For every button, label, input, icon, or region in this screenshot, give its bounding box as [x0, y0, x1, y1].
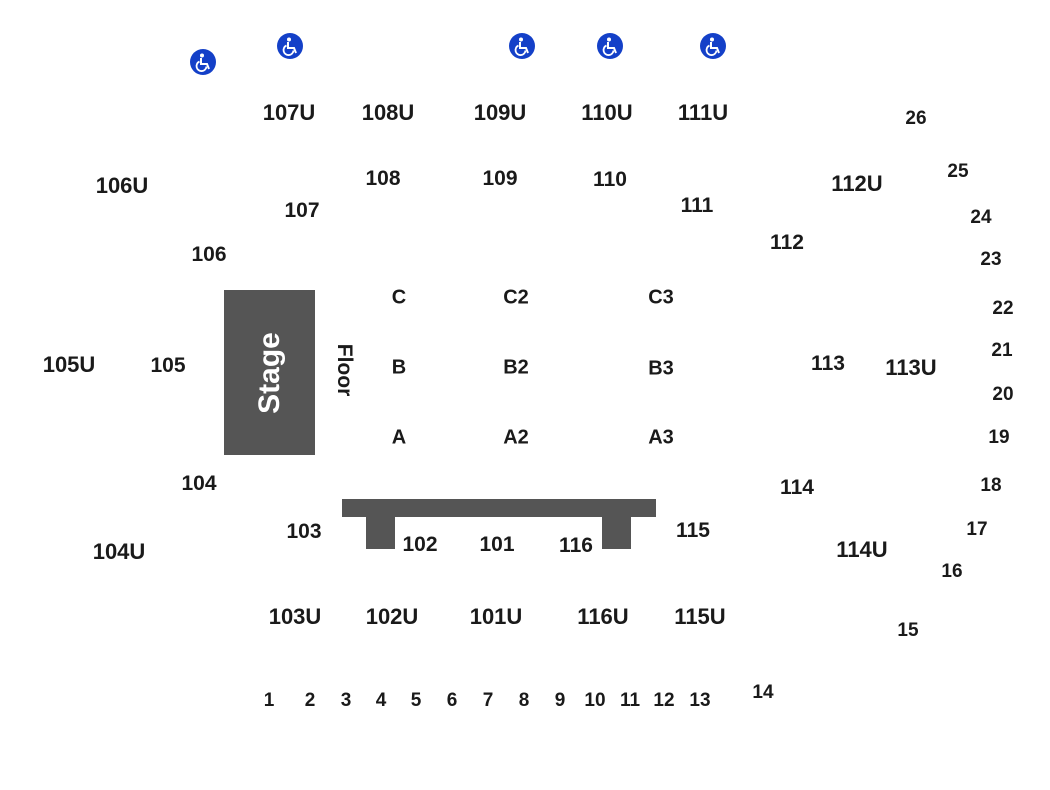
wheelchair-icon[interactable] [277, 33, 303, 59]
section-112[interactable]: 112 [770, 231, 804, 254]
section-25[interactable]: 25 [947, 161, 969, 182]
section-13[interactable]: 13 [689, 690, 711, 711]
section-6[interactable]: 6 [446, 690, 458, 711]
section-22[interactable]: 22 [992, 298, 1014, 319]
section-116u[interactable]: 116U [577, 604, 629, 629]
section-21[interactable]: 21 [991, 340, 1013, 361]
section-14[interactable]: 14 [752, 682, 774, 703]
section-116[interactable]: 116 [559, 534, 593, 557]
section-10[interactable]: 10 [584, 690, 606, 711]
section-112u[interactable]: 112U [831, 171, 883, 196]
floor-section-c3[interactable]: C3 [648, 286, 674, 309]
section-1[interactable]: 1 [263, 690, 275, 711]
section-9[interactable]: 9 [554, 690, 566, 711]
section-105u[interactable]: 105U [42, 352, 96, 377]
floor-label: Floor [333, 343, 356, 397]
stage-label: Stage [252, 331, 286, 414]
floor-section-a2[interactable]: A2 [503, 426, 529, 449]
floor-barrier-leg [366, 517, 395, 549]
section-110u[interactable]: 110U [581, 100, 633, 125]
section-101u[interactable]: 101U [469, 604, 523, 629]
section-103u[interactable]: 103U [268, 604, 322, 629]
section-11[interactable]: 11 [619, 690, 641, 711]
floor-section-a[interactable]: A [391, 426, 407, 449]
section-113u[interactable]: 113U [885, 355, 937, 380]
section-103[interactable]: 103 [286, 520, 322, 543]
section-18[interactable]: 18 [980, 475, 1002, 496]
section-102[interactable]: 102 [402, 533, 438, 556]
floor-barrier-leg [602, 517, 631, 549]
section-105[interactable]: 105 [150, 354, 186, 377]
section-104u[interactable]: 104U [92, 539, 146, 564]
section-113[interactable]: 113 [811, 352, 845, 375]
section-108u[interactable]: 108U [361, 100, 415, 125]
section-5[interactable]: 5 [410, 690, 422, 711]
wheelchair-icon[interactable] [700, 33, 726, 59]
section-16[interactable]: 16 [941, 561, 963, 582]
floor-section-c2[interactable]: C2 [503, 286, 529, 309]
section-102u[interactable]: 102U [365, 604, 419, 629]
section-107u[interactable]: 107U [262, 100, 316, 125]
section-3[interactable]: 3 [340, 690, 352, 711]
floor-section-a3[interactable]: A3 [648, 426, 674, 449]
section-26[interactable]: 26 [905, 108, 927, 129]
section-109[interactable]: 109 [482, 167, 518, 190]
section-115[interactable]: 115 [676, 519, 710, 542]
section-107[interactable]: 107 [284, 199, 320, 222]
wheelchair-icon[interactable] [597, 33, 623, 59]
section-114[interactable]: 114 [780, 476, 814, 499]
section-110[interactable]: 110 [593, 168, 627, 191]
section-2[interactable]: 2 [304, 690, 316, 711]
section-111u[interactable]: 111U [677, 100, 729, 125]
section-4[interactable]: 4 [375, 690, 387, 711]
section-111[interactable]: 111 [680, 194, 714, 217]
stage: Stage [224, 290, 315, 455]
section-20[interactable]: 20 [992, 384, 1014, 405]
section-23[interactable]: 23 [980, 249, 1002, 270]
section-7[interactable]: 7 [482, 690, 494, 711]
section-17[interactable]: 17 [966, 519, 988, 540]
floor-barrier [342, 499, 656, 517]
section-114u[interactable]: 114U [836, 537, 888, 562]
section-12[interactable]: 12 [653, 690, 675, 711]
section-8[interactable]: 8 [518, 690, 530, 711]
floor-section-b3[interactable]: B3 [648, 357, 674, 380]
floor-section-b2[interactable]: B2 [503, 356, 529, 379]
floor-section-b[interactable]: B [391, 356, 407, 379]
section-106u[interactable]: 106U [95, 173, 149, 198]
section-24[interactable]: 24 [970, 207, 992, 228]
section-15[interactable]: 15 [897, 620, 919, 641]
section-109u[interactable]: 109U [473, 100, 527, 125]
section-108[interactable]: 108 [365, 167, 401, 190]
wheelchair-icon[interactable] [190, 49, 216, 75]
wheelchair-icon[interactable] [509, 33, 535, 59]
section-104[interactable]: 104 [181, 472, 217, 495]
section-115u[interactable]: 115U [674, 604, 726, 629]
section-106[interactable]: 106 [191, 243, 227, 266]
section-101[interactable]: 101 [479, 533, 515, 556]
section-19[interactable]: 19 [988, 427, 1010, 448]
floor-section-c[interactable]: C [391, 286, 407, 309]
